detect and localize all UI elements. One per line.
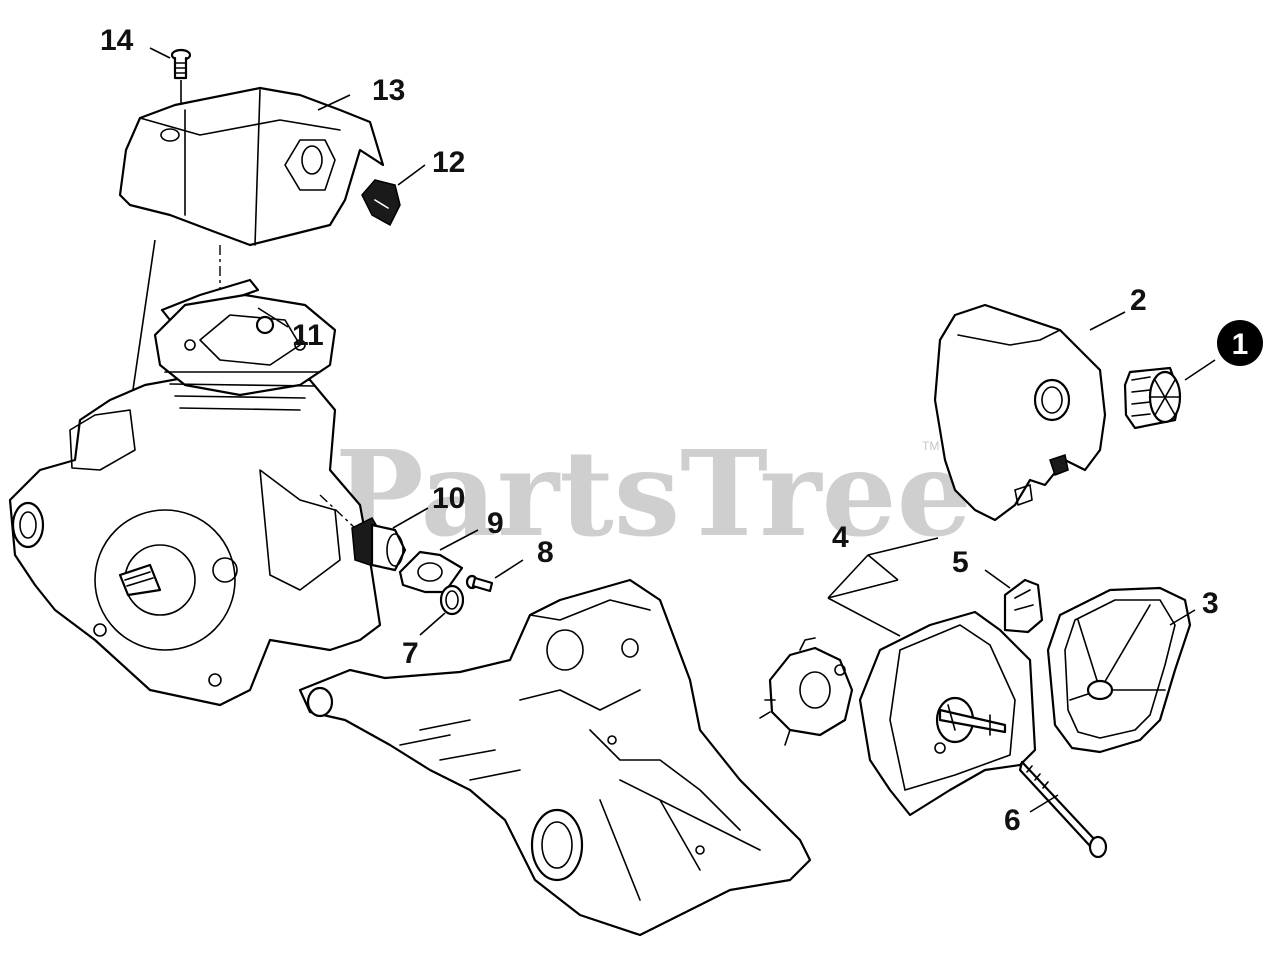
callout-3: 3: [1202, 587, 1219, 620]
alignment-line-intake: [319, 494, 356, 529]
watermark-text: PartsTree: [335, 424, 972, 563]
leader-3: [1169, 609, 1196, 626]
alignment-line-cylinder: [129, 239, 156, 411]
leader-5: [984, 569, 1011, 589]
callout-10: 10: [432, 482, 465, 515]
callout-5: 5: [952, 546, 969, 579]
leader-4: [827, 537, 939, 637]
part-7-o-ring[interactable]: [439, 584, 465, 616]
watermark-trademark: TM: [922, 439, 939, 453]
callout-7: 7: [402, 637, 419, 670]
callout-4: 4: [832, 521, 849, 554]
part-1-knob[interactable]: [1123, 366, 1182, 430]
carburetor[interactable]: [759, 637, 854, 746]
callout-6: 6: [1004, 804, 1021, 837]
part-4-air-box[interactable]: [858, 610, 1037, 817]
callout-1: 1: [1232, 328, 1249, 361]
callout-13: 13: [372, 74, 405, 107]
callout-1-circle: [1217, 320, 1263, 366]
part-12-grommet[interactable]: [361, 179, 401, 227]
part-6-bolt[interactable]: [1018, 760, 1108, 859]
engine-crankcase[interactable]: [8, 293, 382, 707]
part-9-gasket[interactable]: [398, 550, 464, 594]
leader-7: [419, 612, 446, 636]
callout-9: 9: [487, 507, 504, 540]
leader-11: [257, 307, 289, 328]
leader-13: [317, 94, 351, 111]
part-14-screw[interactable]: [170, 48, 192, 80]
leader-9: [439, 529, 479, 551]
leader-2: [1089, 311, 1126, 331]
leader-1: [1184, 359, 1216, 381]
part-2-cover[interactable]: [933, 303, 1107, 522]
callout-14: 14: [100, 24, 134, 57]
part-8-screw[interactable]: [465, 574, 494, 593]
leader-6: [1029, 794, 1059, 813]
part-5-bracket[interactable]: [1003, 578, 1044, 634]
callout-8: 8: [537, 536, 554, 569]
leader-8: [494, 559, 524, 579]
rear-handle-tank[interactable]: [298, 578, 812, 937]
part-13-top-cover[interactable]: [118, 86, 385, 247]
callout-11: 11: [292, 319, 324, 352]
leader-14: [149, 47, 171, 59]
leader-12: [397, 164, 426, 186]
leader-10: [392, 507, 429, 529]
callout-12: 12: [432, 146, 465, 179]
callout-2: 2: [1130, 284, 1147, 317]
part-10-intake-boot[interactable]: [351, 517, 407, 572]
part-3-air-filter[interactable]: [1046, 586, 1192, 754]
